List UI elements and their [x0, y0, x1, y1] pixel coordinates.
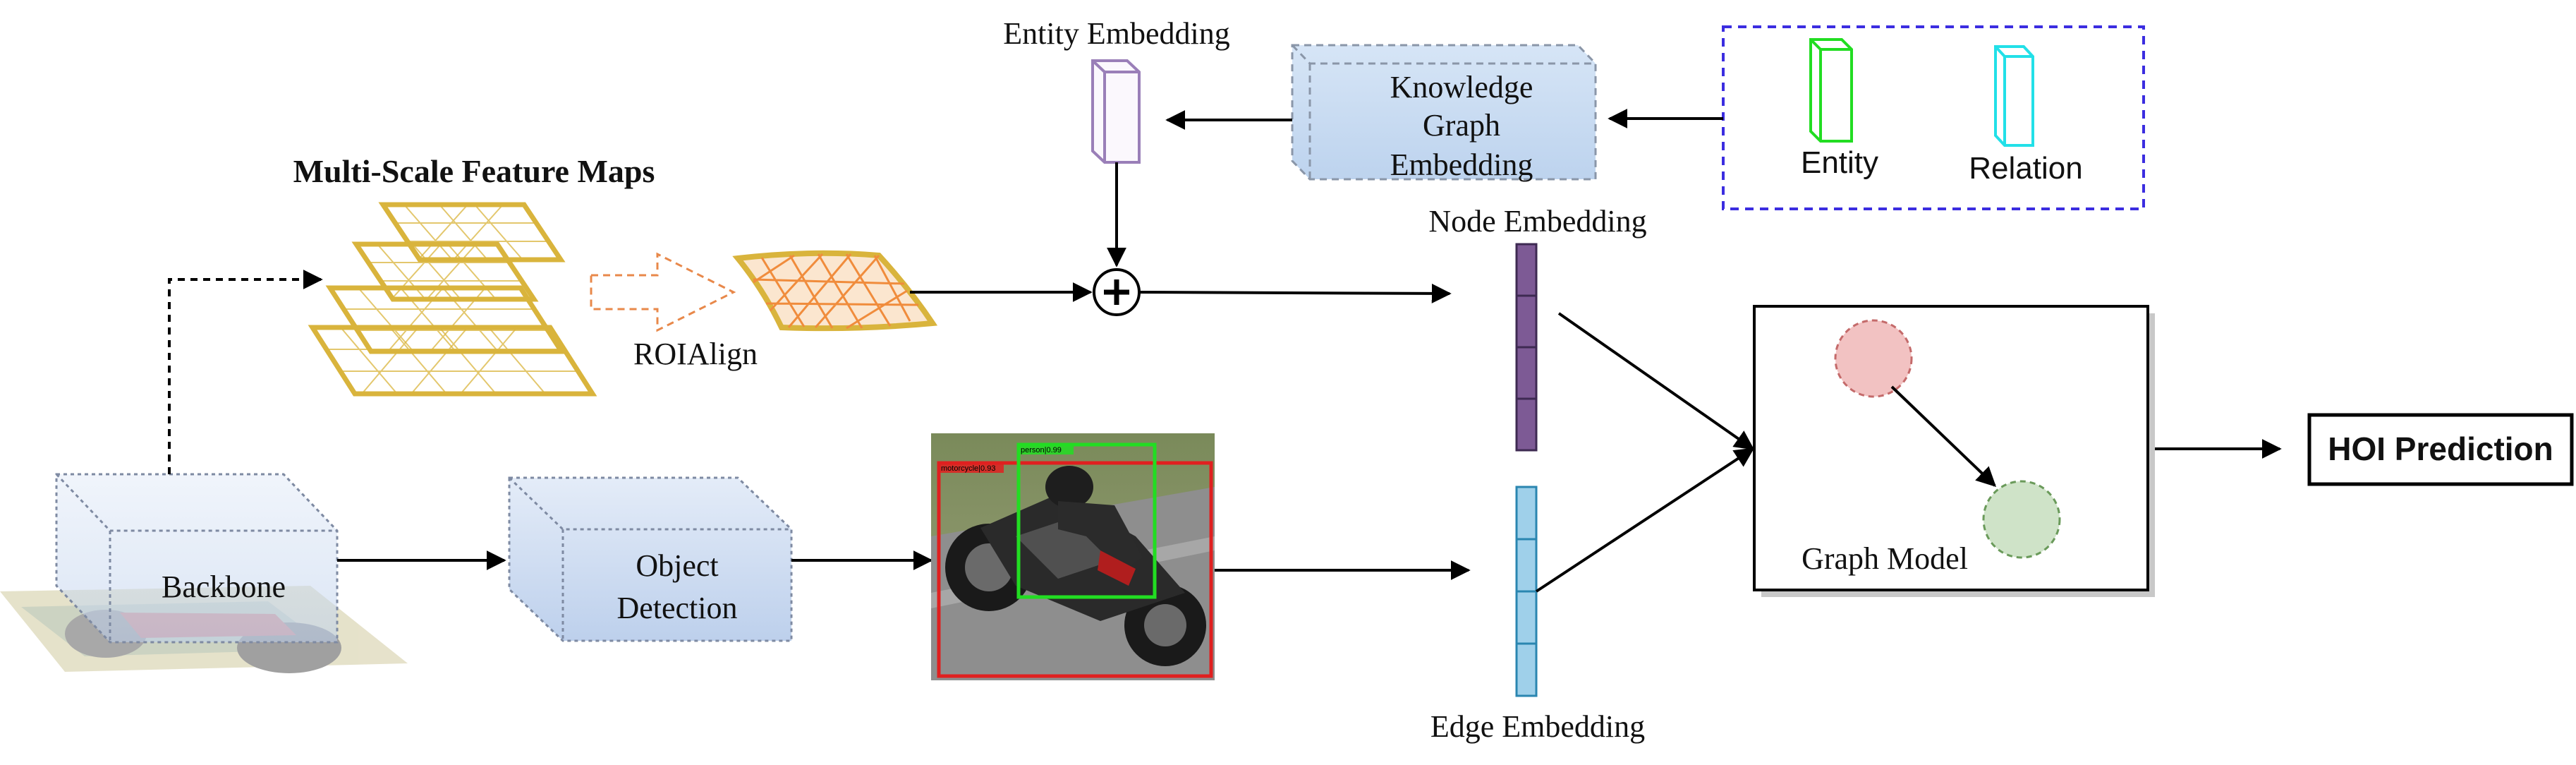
roi-feature-map [732, 250, 938, 332]
detection-tag-person: person|0.99 [1021, 446, 1062, 454]
graph-model-box: Graph Model [1753, 305, 2155, 597]
legend-box: Entity Relation [1722, 25, 2145, 210]
feature-map-layer-3 [325, 285, 566, 354]
object-detection-label-line1: Object [636, 548, 718, 583]
edge-to-graph-arrow [1535, 447, 1755, 593]
feature-map-layer-4 [308, 325, 597, 397]
multi-scale-feature-maps [308, 202, 597, 397]
multi-scale-feature-maps-title: Multi-Scale Feature Maps [293, 153, 655, 189]
graph-model-label: Graph Model [1802, 541, 1968, 576]
roialign-label: ROIAlign [633, 337, 758, 371]
hoi-prediction-box: HOI Prediction [2307, 413, 2574, 486]
node-embedding-label: Node Embedding [1428, 204, 1646, 239]
backbone-box: Backbone [55, 473, 339, 644]
backbone-label: Backbone [162, 570, 286, 604]
detection-tag-motorcycle: motorcycle|0.93 [941, 464, 995, 473]
object-detection-label-line2: Detection [616, 591, 737, 625]
entity-embedding-icon [1091, 59, 1141, 164]
entity-legend-icon [1809, 38, 1853, 143]
object-detection-box: Object Detection [508, 476, 793, 642]
edge-embedding-label: Edge Embedding [1430, 709, 1645, 744]
kg-label-line1: Knowledge [1390, 70, 1533, 104]
graph-node-green [1982, 480, 2061, 559]
feature-map-layer-1 [378, 202, 566, 263]
sum-to-node-arrow [1138, 283, 1452, 303]
node-embedding-bar [1515, 243, 1538, 452]
kg-label-line2: Graph [1423, 108, 1500, 143]
sum-node [1093, 268, 1141, 316]
relation-legend-icon [1994, 45, 2034, 147]
feature-map-layer-2 [351, 241, 539, 302]
entity-embedding-label: Entity Embedding [1003, 16, 1229, 51]
node-to-graph-arrow [1557, 312, 1755, 450]
kg-label-line3: Embedding [1390, 147, 1533, 182]
backbone-to-features-arrow [168, 270, 323, 474]
legend-relation-label: Relation [1969, 151, 2082, 186]
knowledge-graph-embedding-box: Knowledge Graph Embedding [1291, 44, 1597, 182]
detection-result-image: motorcycle|0.93 person|0.99 [931, 433, 1215, 680]
hoi-prediction-label: HOI Prediction [2328, 430, 2553, 467]
edge-embedding-bar [1515, 486, 1538, 697]
roialign-arrow [590, 252, 736, 332]
legend-entity-label: Entity [1801, 145, 1878, 180]
